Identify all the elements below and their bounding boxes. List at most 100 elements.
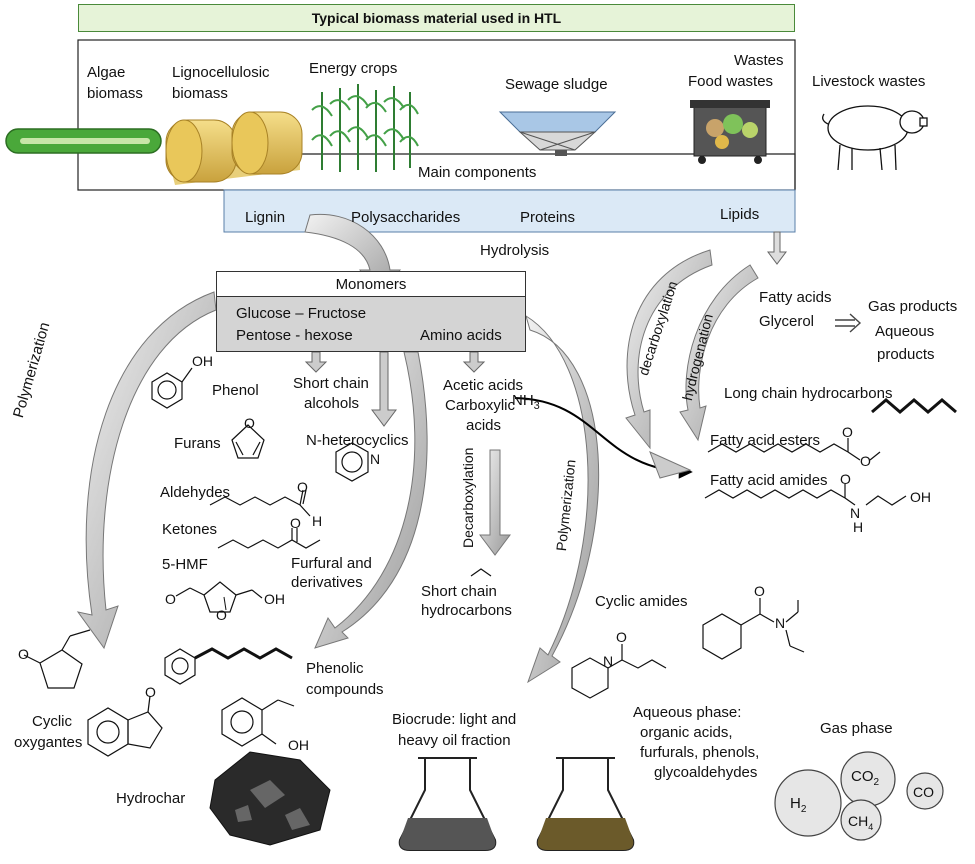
fatty-acids-label: Fatty acids xyxy=(759,289,832,306)
piperidine-n-label: N xyxy=(603,653,614,669)
aqueous-products-label-2: products xyxy=(877,346,935,363)
furfural-label-2: derivatives xyxy=(291,574,363,591)
ketone-o-label: O xyxy=(290,515,301,531)
main-components-label: Main components xyxy=(418,164,537,181)
amide-oh-label: OH xyxy=(910,489,931,505)
cyclopentanone-o-label: O xyxy=(18,646,29,662)
amide-o-label: O xyxy=(840,471,851,487)
indanone-o-label: O xyxy=(145,684,156,700)
fatty-amides-label: Fatty acid amides xyxy=(710,472,828,489)
biocrude-label-2: heavy oil fraction xyxy=(398,732,511,749)
polymerization-left-arrow xyxy=(76,291,217,650)
aldehyde-o-label: O xyxy=(297,479,308,495)
gas-products-label: Gas products xyxy=(868,298,958,315)
food-wastes-label: Food wastes xyxy=(688,73,774,90)
co-label: CO xyxy=(913,784,934,800)
cyclic-oxy-label-2: oxygantes xyxy=(14,734,83,751)
aldehyde-h-label: H xyxy=(312,513,323,529)
biocrude-flask-icon xyxy=(398,757,497,851)
phenolic-label-1: Phenolic xyxy=(306,660,364,677)
hydrolysis-label: Hydrolysis xyxy=(480,242,550,259)
nh3-label: NH3 xyxy=(512,392,540,412)
wastes-label: Wastes xyxy=(734,52,784,69)
algae-label-1: Algae xyxy=(87,64,126,81)
furans-label: Furans xyxy=(174,435,221,452)
hydrochar-icon xyxy=(209,751,331,846)
cyclohexyl-amide-structure xyxy=(702,613,742,660)
n-heterocyclics-label: N-heterocyclics xyxy=(306,432,409,449)
aldehydes-label: Aldehydes xyxy=(160,484,231,501)
short-alcohols-label-1: Short chain xyxy=(293,375,369,392)
aqueous-phase-label-3: furfurals, phenols, xyxy=(640,744,760,761)
guaiacol-structure xyxy=(221,697,263,747)
algae-label-2: biomass xyxy=(87,85,143,102)
ketone-chain xyxy=(217,539,321,549)
phenyl-chain-structure xyxy=(164,648,196,685)
hmf-o2-label: O xyxy=(165,591,176,607)
pentose-label: Pentose - hexose xyxy=(236,327,353,344)
ligno-label-2: biomass xyxy=(172,85,228,102)
energy-crops-label: Energy crops xyxy=(309,60,398,77)
algae-icon xyxy=(5,128,162,154)
header-title: Typical biomass material used in HTL xyxy=(311,10,562,26)
phenolic-arrow xyxy=(314,351,428,649)
piperidine-amide-structure xyxy=(571,657,609,699)
amide-n-label: N xyxy=(850,505,861,521)
fatty-esters-label: Fatty acid esters xyxy=(710,432,821,449)
furan-o-label: O xyxy=(244,415,255,431)
monomers-box-title: Monomers xyxy=(216,271,526,297)
hmf-structure xyxy=(203,581,237,613)
phenol-oh-label: OH xyxy=(192,353,213,369)
monomers-box xyxy=(216,297,526,352)
h2-bubble xyxy=(774,769,842,837)
short-hc-structure xyxy=(470,568,492,577)
ch4-label: CH4 xyxy=(848,813,874,832)
long-chain-hc-label: Long chain hydrocarbons xyxy=(724,385,893,402)
hay-bale-icon xyxy=(165,111,303,185)
short-hc-label-2: hydrocarbons xyxy=(421,602,512,619)
cyclic-amides-label: Cyclic amides xyxy=(595,593,688,610)
glycerol-label: Glycerol xyxy=(759,313,815,330)
phenolic-label-2: compounds xyxy=(306,681,384,698)
carboxylic-label-1: Carboxylic xyxy=(445,397,516,414)
pyridine-structure xyxy=(335,442,369,482)
ester-o-label: O xyxy=(842,424,853,440)
amino-acids-label: Amino acids xyxy=(420,327,502,344)
monomers-title: Monomers xyxy=(335,275,407,293)
cyclic-amide-o-label: O xyxy=(754,583,765,599)
hmf-o-label: O xyxy=(216,607,227,623)
furfural-label-1: Furfural and xyxy=(291,555,372,572)
lipids-label: Lipids xyxy=(720,206,760,223)
fatty-amide-chain xyxy=(704,489,846,499)
fatty-ester-chain xyxy=(707,443,849,453)
aqueous-phase-label-1: Aqueous phase: xyxy=(633,704,742,721)
decarboxylation-down-arrow xyxy=(479,449,511,556)
cyclic-amide-n-label: N xyxy=(775,615,786,631)
carboxylic-label-2: acids xyxy=(466,417,502,434)
polysaccharides-label: Polysaccharides xyxy=(351,209,461,226)
biocrude-label-1: Biocrude: light and xyxy=(392,711,517,728)
acetic-acids-label: Acetic acids xyxy=(443,377,524,394)
polymerization-mid-arrow xyxy=(525,314,600,684)
h2-label: H2 xyxy=(790,795,807,815)
decarboxylation-mid-label: Decarboxylation xyxy=(460,447,476,548)
gas-phase-label: Gas phase xyxy=(820,720,893,737)
sewage-tank-icon xyxy=(498,111,617,156)
cyclopentanone-structure xyxy=(39,649,83,689)
n-heterocyclic-arrow xyxy=(371,351,397,427)
amide-h-label: H xyxy=(853,519,864,535)
lignin-label: Lignin xyxy=(245,209,286,226)
aqueous-flask-icon xyxy=(536,757,635,851)
phenol-structure xyxy=(151,372,183,409)
food-waste-bin-icon xyxy=(690,100,770,164)
aqueous-phase-label-4: glycoaldehydes xyxy=(654,764,758,781)
pig-icon xyxy=(822,105,928,171)
glucose-label: Glucose – Fructose xyxy=(236,305,367,322)
co-bubble xyxy=(906,772,944,810)
piperidine-o-label: O xyxy=(616,629,627,645)
ch4-bubble xyxy=(840,799,882,841)
furan-structure xyxy=(231,424,265,459)
hydrochar-label: Hydrochar xyxy=(116,790,186,807)
proteins-label: Proteins xyxy=(520,209,576,226)
